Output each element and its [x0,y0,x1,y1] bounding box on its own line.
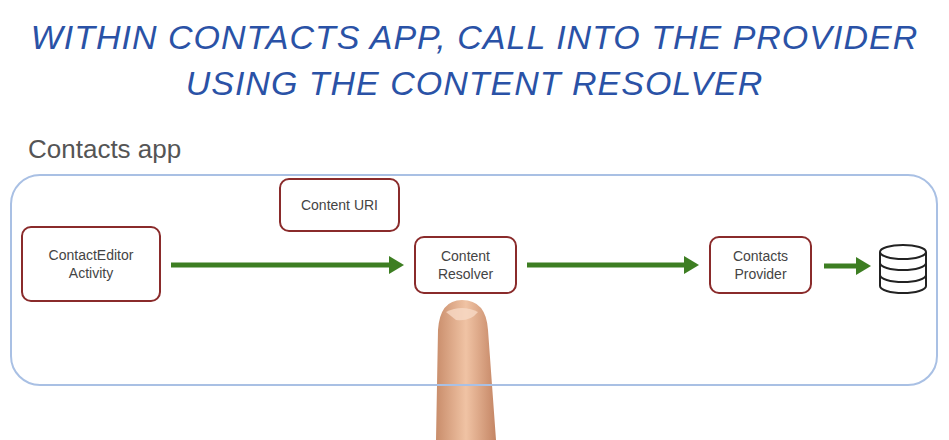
arrow-line [527,263,687,268]
component-label: Content URI [301,196,378,214]
boundary-heading: Contacts app [28,134,181,165]
arrow-head [856,257,871,275]
flow-arrow [527,256,699,274]
arrow-line [171,263,392,268]
arrow-line [824,264,858,269]
component-label: Content Resolver [424,247,507,283]
app-boundary: Contacts appContactEditor ActivityConten… [10,174,938,386]
arrow-head [389,256,404,274]
component-label: Contacts Provider [719,247,802,283]
component-box: ContactEditor Activity [21,226,161,302]
fingernail [446,308,478,320]
component-box: Content Resolver [414,236,517,294]
component-label: ContactEditor Activity [31,246,151,282]
database-symbol [880,245,926,293]
diagram-title: WITHIN CONTACTS APP, CALL INTO THE PROVI… [30,14,919,106]
pointing-finger [436,300,496,440]
arrow-head [684,256,699,274]
flow-arrow [171,256,404,274]
component-box: Contacts Provider [709,236,812,294]
component-box: Content URI [279,178,400,232]
